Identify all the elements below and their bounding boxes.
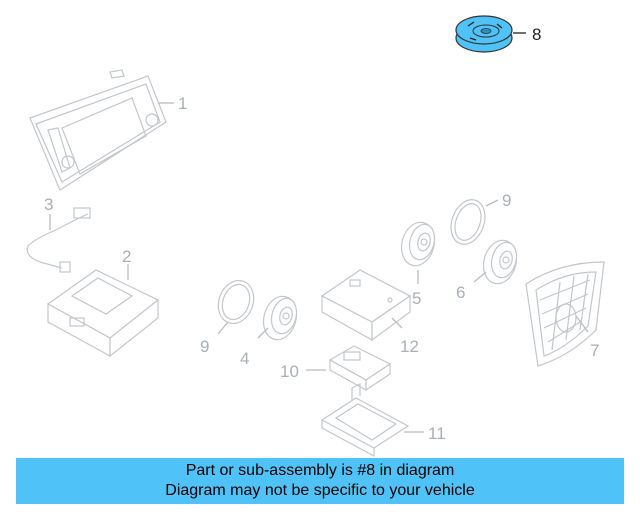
part-10-module[interactable] [328, 345, 392, 392]
part-4-speaker[interactable] [259, 293, 301, 344]
callout-leader-9a [217, 321, 229, 335]
banner-line-1: Part or sub-assembly is #8 in diagram [185, 462, 455, 479]
callout-11[interactable]: 11 [428, 424, 446, 443]
callout-10[interactable]: 10 [280, 362, 299, 381]
callout-9-right[interactable]: 9 [502, 191, 511, 210]
part-2-nav-unit[interactable] [46, 269, 160, 358]
part-11-bracket[interactable] [320, 383, 410, 458]
part-12-module[interactable] [320, 269, 412, 342]
callout-leader-9b [485, 199, 499, 207]
callout-5[interactable]: 5 [412, 289, 421, 308]
callout-12[interactable]: 12 [400, 337, 419, 356]
callout-3[interactable]: 3 [44, 195, 53, 214]
callout-7[interactable]: 7 [590, 341, 599, 360]
info-banner: Part or sub-assembly is #8 in diagram Di… [16, 458, 624, 504]
banner-line-2: Diagram may not be specific to your vehi… [165, 482, 475, 499]
callout-8[interactable]: 8 [532, 25, 541, 44]
part-3-cable[interactable] [26, 207, 91, 273]
part-9-ring-right[interactable] [445, 195, 491, 249]
part-8-speaker[interactable] [455, 15, 513, 53]
callout-9-left[interactable]: 9 [200, 337, 209, 356]
part-7-grille[interactable] [525, 261, 605, 367]
callout-leader-12 [391, 317, 403, 329]
callout-6[interactable]: 6 [456, 283, 465, 302]
callout-leader-7 [575, 315, 589, 333]
callout-4[interactable]: 4 [240, 349, 249, 368]
callout-leader-4 [257, 327, 269, 339]
part-1-radio[interactable] [29, 69, 167, 191]
callout-2[interactable]: 2 [122, 247, 131, 266]
part-9-ring-left[interactable] [213, 276, 260, 329]
callout-1[interactable]: 1 [178, 94, 187, 113]
part-6-speaker[interactable] [479, 237, 521, 288]
parts-diagram: 8 1 3 2 9 4 [26, 15, 605, 458]
callout-leader-6 [473, 271, 487, 283]
part-5-speaker[interactable] [397, 219, 439, 270]
